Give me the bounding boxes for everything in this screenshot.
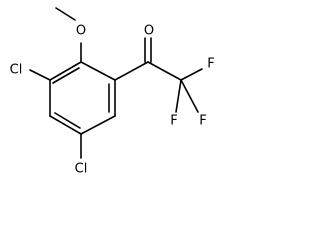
- bond-ring-cl-top: [29, 69, 51, 81]
- chemical-structure: O O Cl Cl F F F: [10, 7, 215, 177]
- bond-c-f-right: [180, 68, 203, 81]
- atom-label-f-bottom-right: F: [199, 114, 206, 129]
- ring-bond-c1-c2: [49, 61, 82, 81]
- ring-double-bond-c1-c2-inner: [52, 67, 80, 84]
- atom-label-o-methoxy: O: [76, 24, 86, 39]
- atom-label-cl-top: Cl: [10, 63, 23, 78]
- ring-bond-c4-c5: [80, 115, 116, 135]
- atom-label-o-carbonyl: O: [144, 24, 154, 39]
- bond-o-methyl: [55, 7, 76, 21]
- ring-bond-c6-c1: [80, 61, 116, 81]
- atom-label-cl-bottom: Cl: [75, 162, 88, 177]
- atom-label-f-right: F: [207, 57, 214, 72]
- bond-ring-carbonyl-carbon: [114, 61, 149, 81]
- bond-c-f-bottom-left: [175, 79, 182, 113]
- atom-label-f-bottom-left: F: [170, 114, 177, 129]
- bond-carbonyl-cf3: [147, 61, 182, 81]
- ring-bond-c3-c4: [49, 115, 82, 135]
- ring-double-bond-c3-c4-inner: [54, 112, 81, 129]
- bond-c-f-bottom-right: [180, 79, 199, 113]
